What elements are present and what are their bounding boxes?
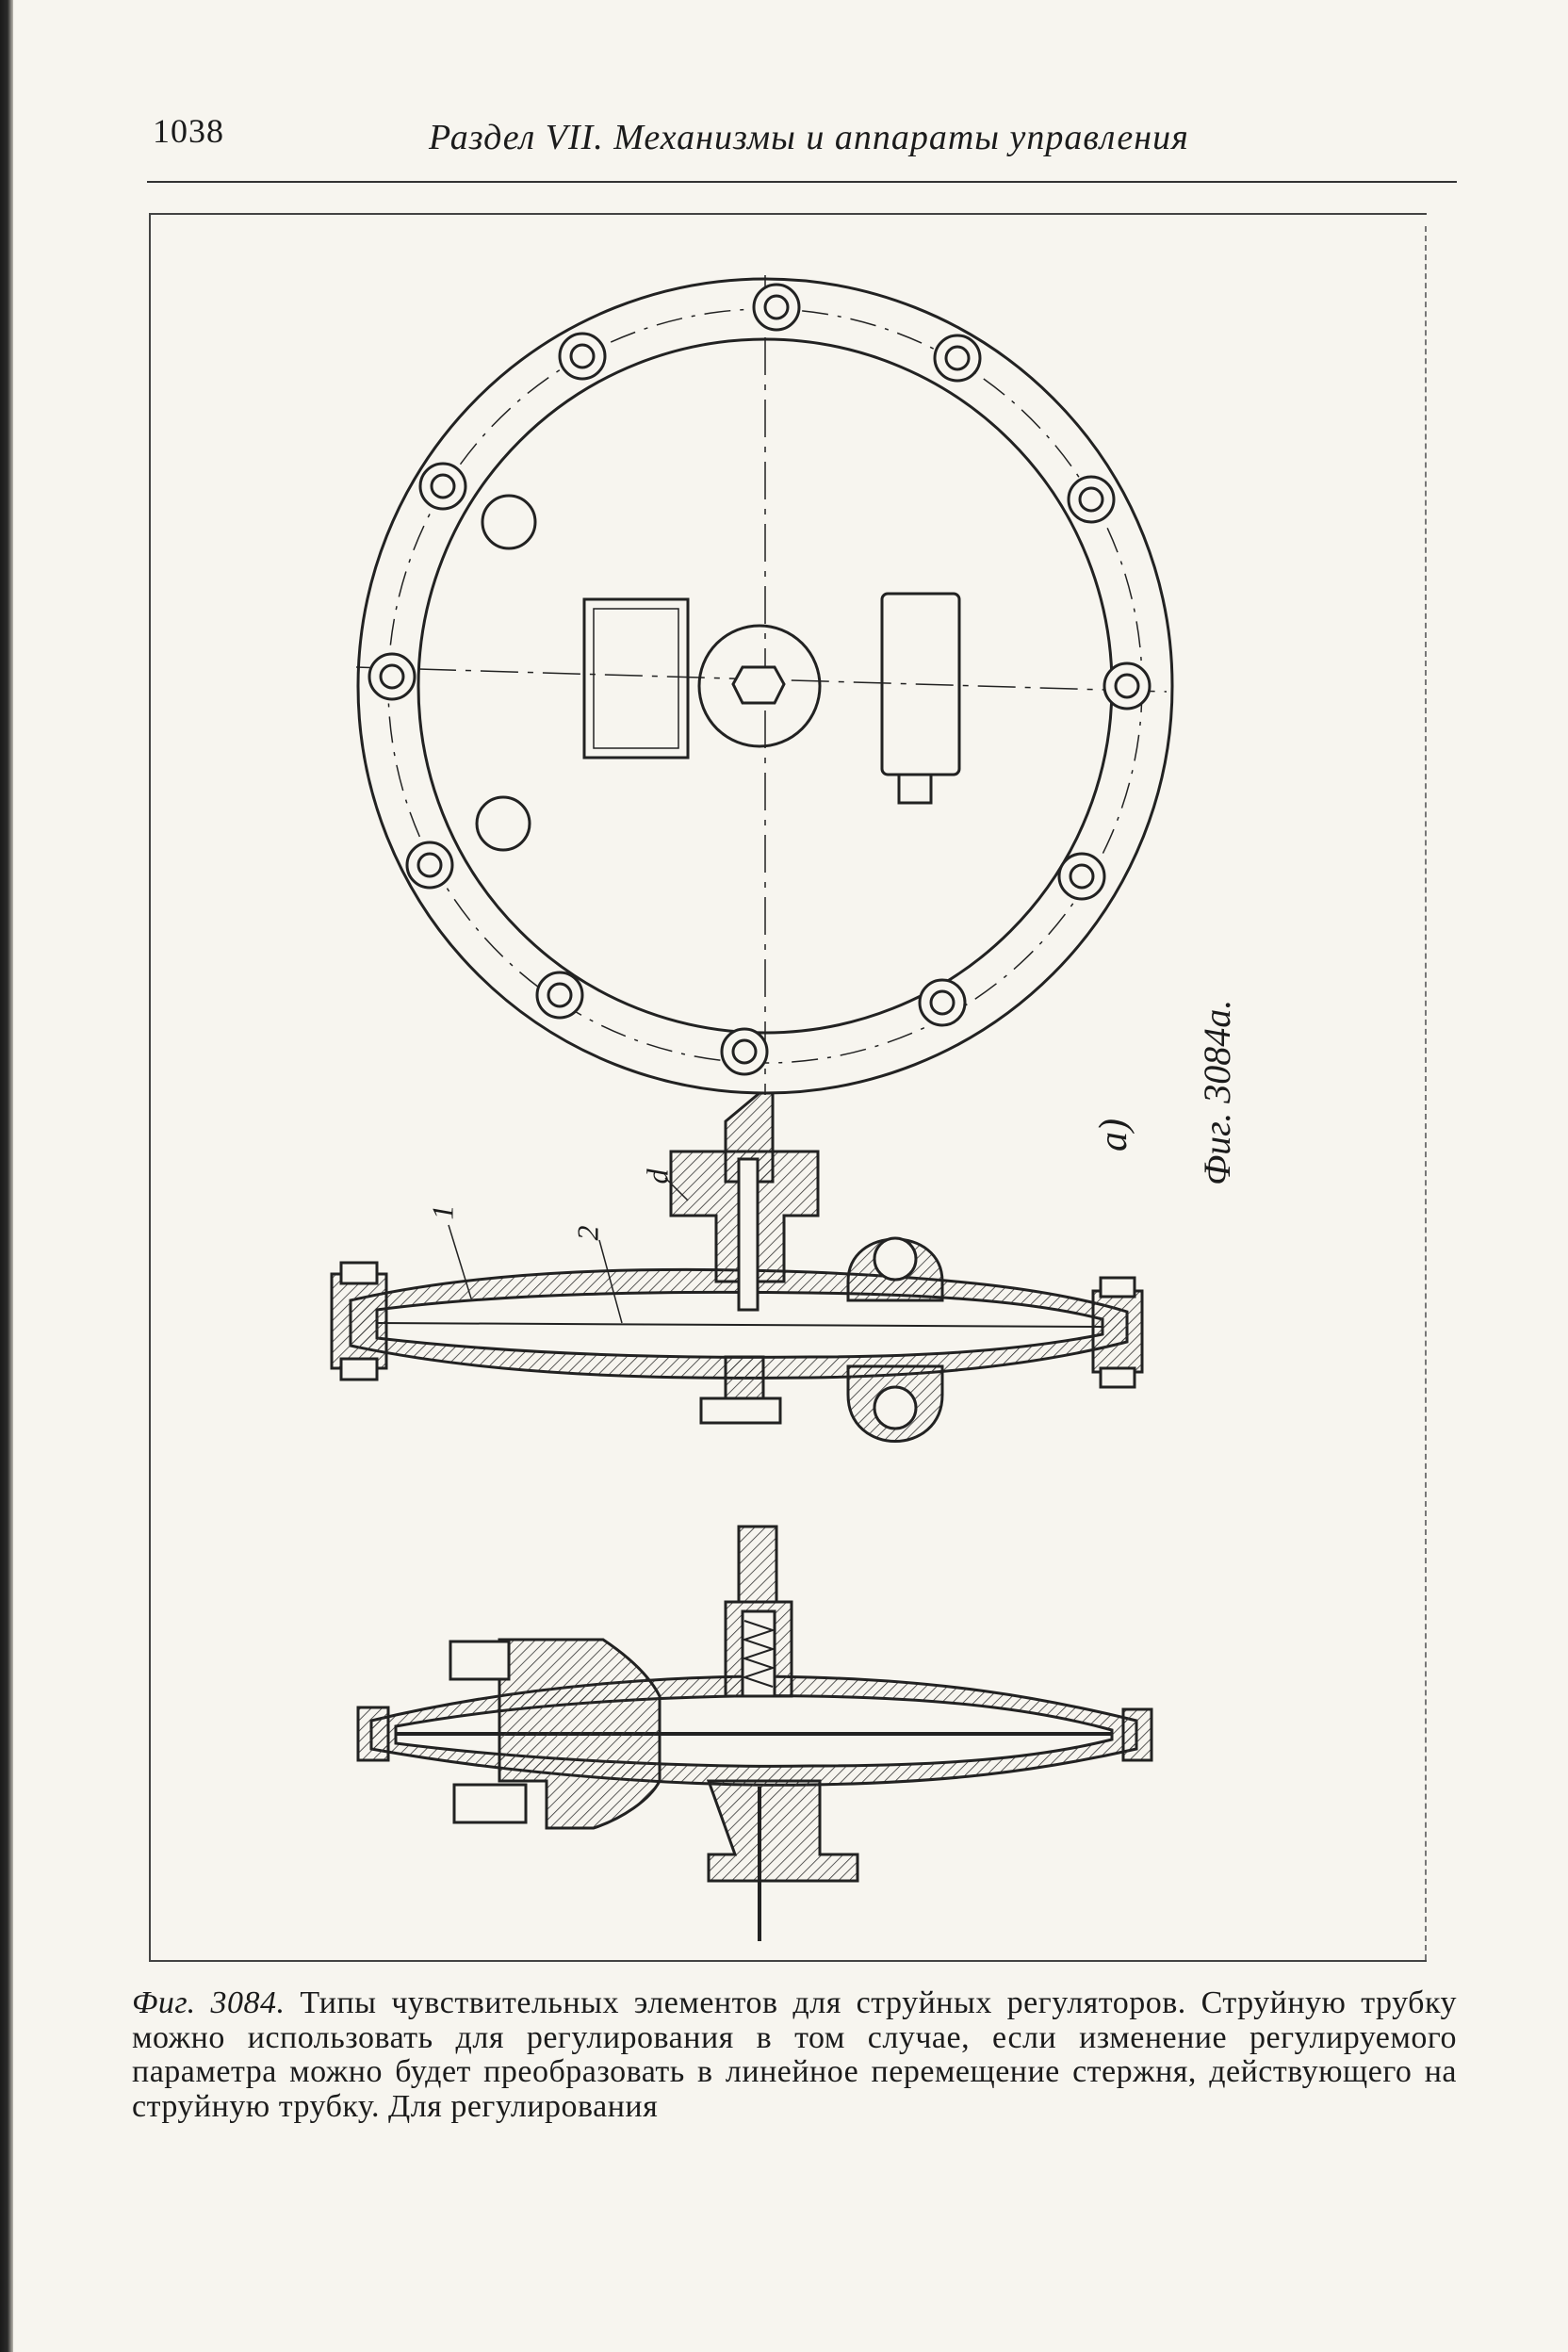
- figure-frame-right-edge: [1425, 226, 1427, 1960]
- flange-bolt-circle: [368, 283, 1152, 1076]
- bolt: [1057, 852, 1106, 901]
- diaphragm-section-view: [330, 1091, 1144, 1443]
- callout-d: d: [640, 1168, 675, 1184]
- page-number: 1038: [153, 112, 224, 150]
- bolt: [558, 332, 607, 381]
- bolt: [418, 462, 467, 511]
- header-rule: [147, 181, 1457, 183]
- figure-frame: [149, 213, 1427, 1962]
- book-spine-shadow: [0, 0, 13, 2352]
- figure-caption: Фиг. 3084. Типы чувствительных элементов…: [132, 1985, 1457, 2125]
- running-head: Раздел VII. Механизмы и аппараты управле…: [429, 118, 1189, 157]
- bolt: [918, 978, 967, 1027]
- caption-text: Типы чувствительных элементов для струйн…: [132, 1985, 1457, 2125]
- bolt: [405, 841, 454, 890]
- bolt: [752, 283, 801, 332]
- bolt: [1102, 662, 1152, 710]
- caption-label: Фиг. 3084.: [132, 1985, 286, 2020]
- flange-plan-view: [355, 275, 1174, 1095]
- callout-1: 1: [425, 1204, 460, 1220]
- bolt: [368, 652, 416, 701]
- callout-2: 2: [570, 1225, 605, 1241]
- bolt: [933, 334, 982, 383]
- bolt: [720, 1027, 769, 1076]
- regulator-section-view: [356, 1525, 1153, 1941]
- figure-title: Фиг. 3084а.: [1196, 999, 1238, 1185]
- bolt: [535, 971, 584, 1020]
- subfigure-label-a: а): [1092, 1119, 1135, 1152]
- bolt: [1067, 475, 1116, 524]
